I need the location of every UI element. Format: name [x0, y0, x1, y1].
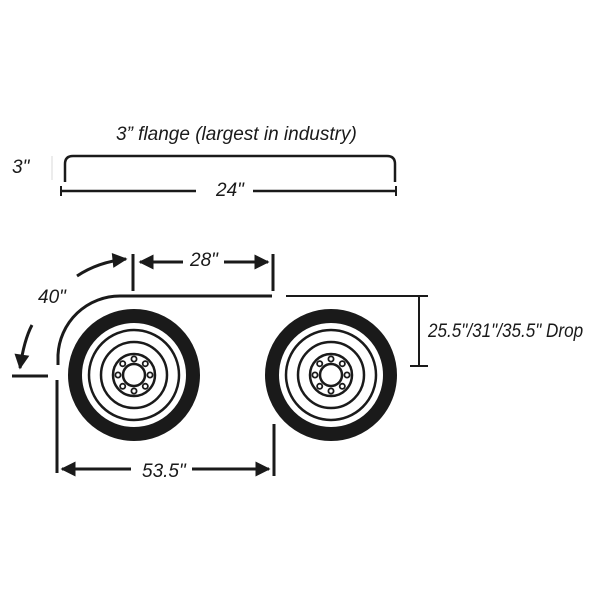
flat-top-label: 28" [186, 250, 222, 272]
flange-outline [63, 154, 397, 182]
front-wheel [68, 309, 200, 441]
drop-dimension [410, 296, 428, 367]
hub-center [318, 362, 344, 388]
hub-center [121, 362, 147, 388]
flange-width-label: 24" [210, 180, 250, 202]
lug-nuts [114, 355, 154, 395]
hub-ring [308, 352, 354, 398]
overall-length-dimension [55, 380, 276, 477]
hub-ring [111, 352, 157, 398]
rim-outer [87, 328, 181, 422]
tire [265, 309, 397, 441]
rim-inner [99, 340, 169, 410]
arc-arrow-top [76, 252, 128, 278]
overall-length-label: 53.5" [138, 461, 190, 483]
lug-nuts [311, 355, 351, 395]
arc-arrow-bottom [14, 324, 34, 370]
flange-profile [51, 154, 397, 196]
flange-title: 3” flange (largest in industry) [116, 124, 357, 145]
flat-top-dimension [131, 254, 275, 291]
arc-length-label: 40" [38, 287, 66, 308]
arc-dimension [12, 252, 128, 378]
rim-inner [296, 340, 366, 410]
flange-height-label: 3" [12, 157, 30, 178]
rear-wheel [265, 309, 397, 441]
tire [68, 309, 200, 441]
rim-outer [284, 328, 378, 422]
fender-curve-and-top [56, 294, 272, 365]
fender-outline [56, 294, 428, 365]
drop-label: 25.5"/31"/35.5" Drop [428, 321, 584, 342]
